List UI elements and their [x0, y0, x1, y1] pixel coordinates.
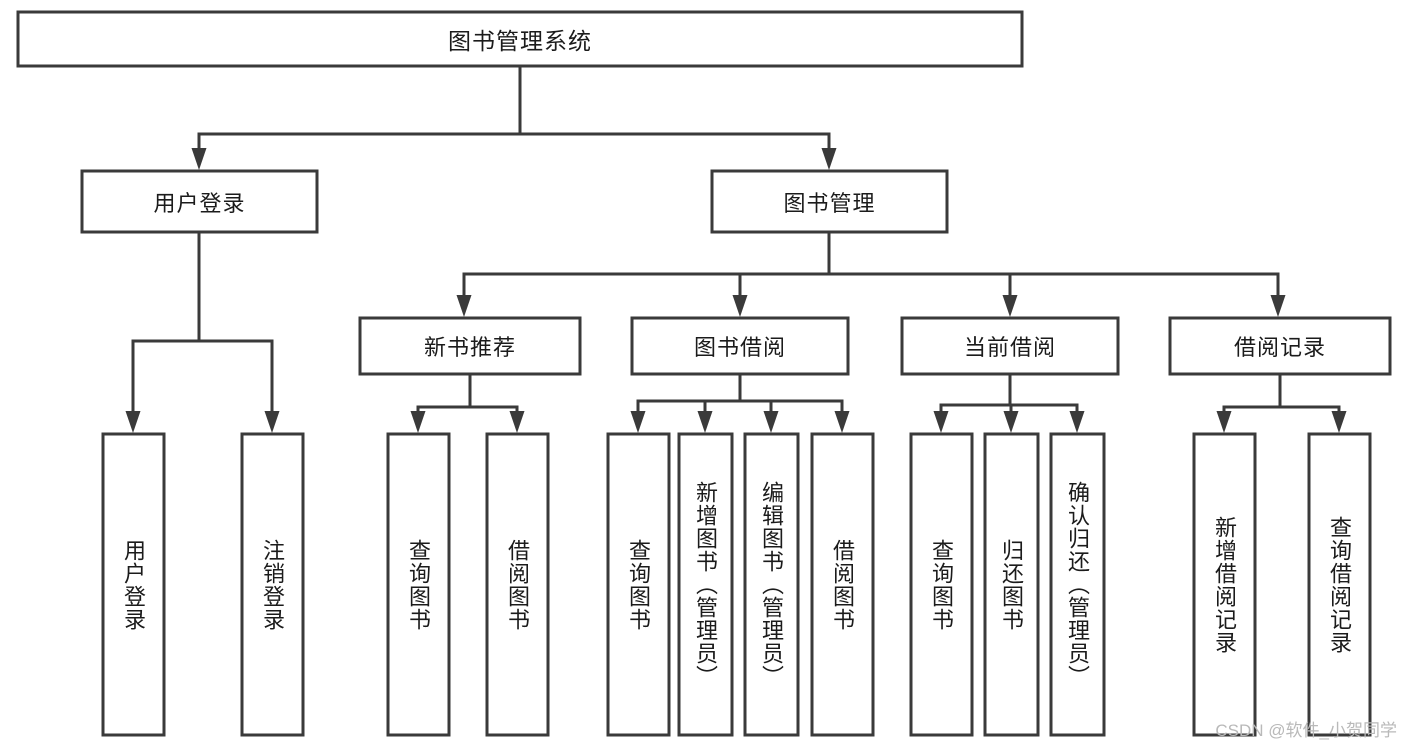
connector-e-current-q — [933, 374, 1012, 433]
arrow-head-icon — [834, 411, 850, 433]
arrow-head-icon — [763, 411, 779, 433]
arrow-head-icon — [821, 148, 837, 170]
node-box-leaf-add-record[interactable] — [1192, 432, 1257, 737]
node-box-book-borrow[interactable] — [630, 316, 850, 376]
arrow-head-icon — [1003, 411, 1019, 433]
connector-e-borrow-edit — [738, 374, 779, 433]
arrow-head-icon — [410, 411, 426, 433]
connector-e-newbook-q — [410, 374, 472, 433]
node-box-root[interactable] — [16, 10, 1024, 68]
arrow-head-icon — [509, 411, 525, 433]
node-box-user-login[interactable] — [80, 169, 319, 234]
node-box-leaf-query-record[interactable] — [1307, 432, 1372, 737]
arrow-head-icon — [191, 148, 207, 170]
node-box-leaf-borrow-book-1[interactable] — [485, 432, 550, 737]
node-box-leaf-add-book-admin[interactable] — [677, 432, 734, 737]
boxes-layer — [16, 10, 1392, 737]
node-box-leaf-query-book-1[interactable] — [386, 432, 451, 737]
arrow-head-icon — [697, 411, 713, 433]
node-box-current-borrow[interactable] — [900, 316, 1120, 376]
node-box-leaf-confirm-return-admin[interactable] — [1049, 432, 1106, 737]
node-box-leaf-return-book[interactable] — [983, 432, 1040, 737]
arrow-head-icon — [1331, 411, 1347, 433]
connector-e-newbook-b — [468, 374, 525, 433]
connector-e-root-bookmanage — [518, 66, 837, 170]
arrow-head-icon — [732, 295, 748, 317]
connector-e-borrow-add — [697, 374, 742, 433]
watermark-text: CSDN @软件_小贺同学 — [1215, 721, 1397, 740]
arrow-head-icon — [1216, 411, 1232, 433]
connector-e-userlogin-leaf1 — [125, 232, 201, 433]
node-box-leaf-edit-book-admin[interactable] — [743, 432, 800, 737]
edges-layer — [125, 66, 1347, 433]
node-box-leaf-logout[interactable] — [240, 432, 305, 737]
connector-e-borrow-q — [630, 374, 742, 433]
arrow-head-icon — [933, 411, 949, 433]
node-box-leaf-user-login[interactable] — [101, 432, 166, 737]
arrow-head-icon — [1270, 295, 1286, 317]
arrow-head-icon — [264, 411, 280, 433]
arrow-head-icon — [630, 411, 646, 433]
connector-e-record-add — [1216, 374, 1282, 433]
connector-e-current-conf — [1008, 374, 1085, 433]
arrow-head-icon — [1069, 411, 1085, 433]
connector-e-userlogin-leaf2 — [197, 232, 280, 433]
node-box-borrow-record[interactable] — [1168, 316, 1392, 376]
arrow-head-icon — [1002, 295, 1018, 317]
connector-e-root-userlogin — [191, 66, 522, 170]
node-box-leaf-query-book-3[interactable] — [909, 432, 974, 737]
connector-e-bookmanage-borrow — [732, 232, 831, 317]
arrow-head-icon — [456, 295, 472, 317]
connector-e-bookmanage-record — [827, 232, 1286, 317]
node-box-leaf-query-book-2[interactable] — [606, 432, 671, 737]
arrow-head-icon — [125, 411, 141, 433]
node-box-new-book-rec[interactable] — [358, 316, 582, 376]
connector-e-record-q — [1278, 374, 1347, 433]
node-box-book-manage[interactable] — [710, 169, 949, 234]
connector-e-borrow-bor — [738, 374, 850, 433]
node-box-leaf-borrow-book-2[interactable] — [810, 432, 875, 737]
